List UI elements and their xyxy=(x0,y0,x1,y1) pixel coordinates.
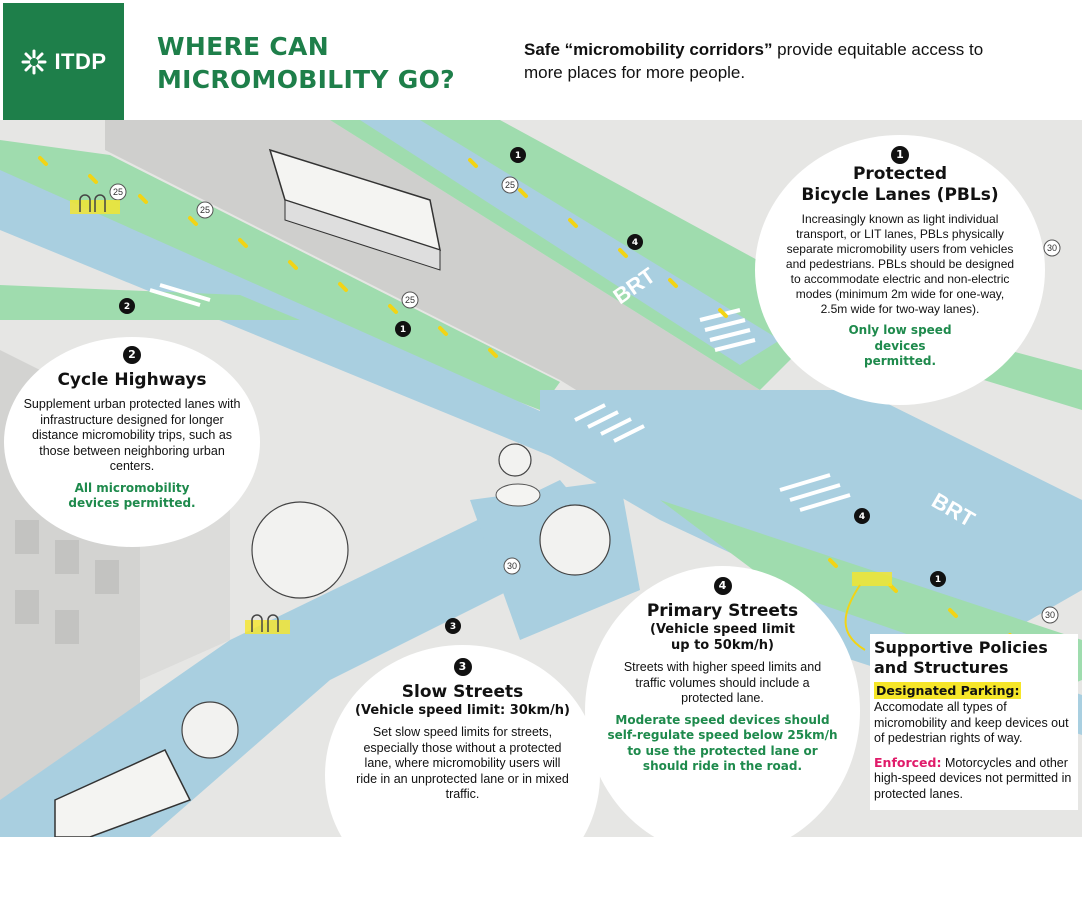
support-title-1: Supportive Policies xyxy=(874,638,1048,657)
callout-pbl-title-2: Bicycle Lanes (PBLs) xyxy=(801,185,999,205)
trees xyxy=(181,443,611,759)
callout-cycle-highways: 2 Cycle Highways Supplement urban protec… xyxy=(4,337,260,547)
tree-3 xyxy=(181,701,239,759)
supportive-policies-box: Supportive Policies and Structures Desig… xyxy=(870,634,1078,810)
callout-primary-subtitle-1: (Vehicle speed limit xyxy=(650,622,795,637)
callout-slow-title: Slow Streets xyxy=(401,682,524,702)
speed-mark-7: 30 xyxy=(1045,610,1055,620)
marker-2a: 2 xyxy=(124,302,130,312)
callout-pbl-title-1: Protected xyxy=(852,164,948,184)
speed-mark-5: 30 xyxy=(1047,243,1057,253)
callout-pbl: 1 Protected Bicycle Lanes (PBLs) Increas… xyxy=(755,135,1045,405)
intersection xyxy=(540,390,1082,660)
callout-cycle-title: Cycle Highways xyxy=(57,370,207,390)
title-line-2: MICROMOBILITY GO? xyxy=(157,65,455,94)
callout-slow-subtitle: (Vehicle speed limit: 30km/h) xyxy=(355,703,570,718)
blue-lane-2 xyxy=(360,120,780,365)
speed-mark-4: 25 xyxy=(405,295,415,305)
crosswalks xyxy=(149,283,851,512)
designated-parking-label: Designated Parking: xyxy=(874,682,1022,699)
callout-slow-number: 3 xyxy=(453,658,472,676)
callout-primary-subtitle-2: up to 50km/h) xyxy=(671,638,774,653)
tagline: Safe “micromobility corridors” provide e… xyxy=(524,38,984,84)
enforced-label: Enforced: xyxy=(874,754,942,770)
speed-mark-2: 25 xyxy=(200,205,210,215)
brt-bus xyxy=(268,148,441,271)
asterisk-logo-icon xyxy=(21,49,47,74)
marker-1b: 1 xyxy=(400,325,406,335)
title-line-1: WHERE CAN xyxy=(157,32,329,61)
speed-mark-3: 25 xyxy=(505,180,515,190)
lane-separators xyxy=(38,156,1018,643)
planter xyxy=(495,483,541,507)
bike-racks xyxy=(70,194,892,634)
callout-primary-title: Primary Streets xyxy=(646,601,799,621)
marker-1c: 1 xyxy=(935,575,941,585)
speed-mark-1: 25 xyxy=(113,187,123,197)
header: ITDP WHERE CAN MICROMOBILITY GO? Safe “m… xyxy=(0,0,1082,120)
page-title: WHERE CAN MICROMOBILITY GO? xyxy=(157,30,455,96)
marker-3a: 3 xyxy=(450,622,456,632)
callout-cycle-body: Supplement urban protected lanes with in… xyxy=(23,397,241,473)
support-title-2: and Structures xyxy=(874,658,1009,677)
marker-1a: 1 xyxy=(515,151,521,161)
callout-cycle-number: 2 xyxy=(123,346,141,364)
marker-4a: 4 xyxy=(632,238,638,248)
designated-parking-body: Accomodate all types of micromobility an… xyxy=(874,700,1069,745)
tree-1 xyxy=(251,501,349,599)
itdp-logo: ITDP xyxy=(3,3,124,120)
logo-text: ITDP xyxy=(54,48,107,74)
tree-2 xyxy=(539,504,611,576)
callout-cycle-note: All micromobility devices permitted. xyxy=(68,480,196,511)
callout-pbl-number: 1 xyxy=(891,146,909,164)
callout-slow-body: Set slow speed limits for streets, espec… xyxy=(356,725,569,801)
callout-primary-body: Streets with higher speed limits and tra… xyxy=(623,660,822,705)
cycle-highway-strip xyxy=(0,285,300,320)
support-arrow xyxy=(844,584,866,651)
callout-slow-streets: 3 Slow Streets (Vehicle speed limit: 30k… xyxy=(325,645,600,905)
tagline-rest: provide equitable access to more places … xyxy=(524,40,984,82)
planter-tree xyxy=(498,443,532,477)
callout-primary-note: Moderate speed devices should self-regul… xyxy=(607,712,838,774)
callout-primary-streets: 4 Primary Streets (Vehicle speed limit u… xyxy=(585,566,860,856)
marker-4b: 4 xyxy=(859,512,865,522)
callout-pbl-body: Increasingly known as light individual t… xyxy=(785,212,1015,316)
slow-street xyxy=(0,480,610,837)
enforced-text: Enforced: Motorcycles and other high-spe… xyxy=(874,755,1074,803)
callout-primary-number: 4 xyxy=(713,577,732,595)
speed-marks: 25 25 25 25 30 30 30 xyxy=(109,176,1061,624)
speed-mark-6: 30 xyxy=(507,561,517,571)
van xyxy=(54,749,192,837)
callout-pbl-note: Only low speed devices permitted. xyxy=(848,323,952,368)
pbl-upper-left xyxy=(0,140,560,410)
enforced-body: Motorcycles and other high-speed devices… xyxy=(874,755,1072,801)
tagline-bold: Safe “micromobility corridors” xyxy=(524,40,773,59)
